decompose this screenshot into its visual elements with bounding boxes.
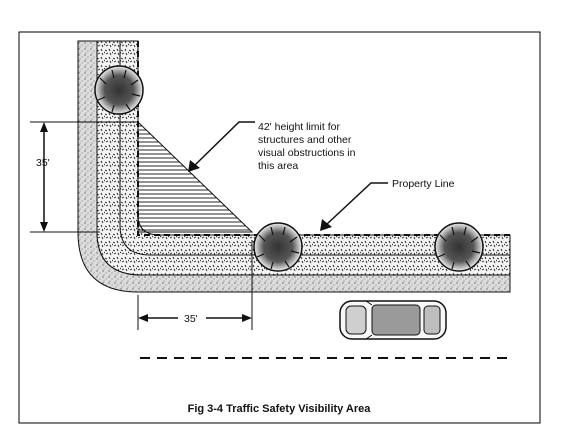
figure-caption: Fig 3-4 Traffic Safety Visibility Area [188,403,372,415]
shrub-middle [253,222,303,272]
horizontal-dimension-label: 35' [184,313,198,325]
height-limit-line-1: 42' height limit for [258,121,340,133]
vertical-dimension-label: 35' [36,157,50,169]
height-limit-annotation: 42' height limit for structures and othe… [258,121,358,172]
height-limit-line-4: this area [258,160,298,172]
property-line-label: Property Line [392,178,455,190]
curb-line [119,41,510,256]
vertical-dimension [30,121,138,233]
height-limit-arrow [188,121,255,172]
height-limit-line-2: structures and other [258,134,352,146]
property-line-arrow [320,182,388,231]
height-limit-line-3: visual obstructions in [258,147,356,159]
visibility-triangle [137,120,254,233]
shrub-top [94,65,144,115]
shrub-right [434,222,484,272]
car-icon [339,300,447,340]
